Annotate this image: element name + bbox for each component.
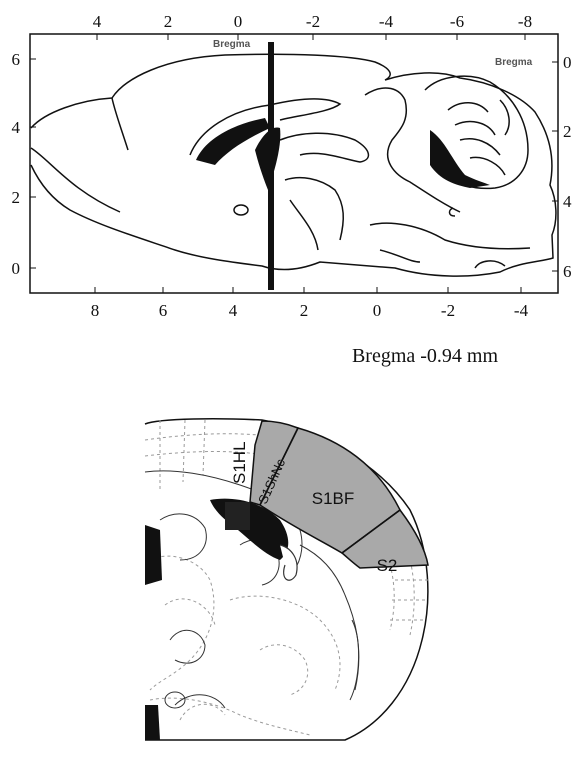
cerebellum-folia bbox=[448, 100, 509, 175]
right-axis: 0 2 4 6 bbox=[552, 53, 572, 281]
label-s1bf: S1BF bbox=[312, 489, 355, 508]
ventricle-left-edge bbox=[145, 525, 162, 585]
label-s1hl: S1HL bbox=[230, 441, 249, 484]
hippocampus-line bbox=[280, 133, 368, 162]
cortex-line bbox=[112, 98, 128, 150]
top-axis: 4 2 0 -2 -4 -6 -8 bbox=[93, 12, 532, 40]
bottom-tick-label: 0 bbox=[373, 301, 382, 320]
left-tick-label: 6 bbox=[12, 50, 21, 69]
right-tick-label: 0 bbox=[563, 53, 572, 72]
sagittal-ventricles bbox=[196, 118, 490, 190]
right-tick-label: 6 bbox=[563, 262, 572, 281]
bottom-tick-label: -4 bbox=[514, 301, 529, 320]
top-tick-label: 4 bbox=[93, 12, 102, 31]
anterior-commissure bbox=[234, 205, 248, 215]
pons-outline bbox=[475, 261, 505, 268]
cerebellar-fill bbox=[430, 130, 490, 188]
coronal-panel: S1HL S1ShNc S1BF S2 bbox=[145, 419, 428, 740]
sagittal-panel: 4 2 0 -2 -4 -6 -8 8 6 4 2 0 -2 -4 bbox=[12, 12, 573, 320]
sagittal-frame bbox=[30, 34, 558, 293]
olfactory-line bbox=[31, 148, 120, 212]
ventricle-block bbox=[225, 502, 250, 530]
brainstem-line bbox=[370, 223, 530, 262]
left-tick-label: 2 bbox=[12, 188, 21, 207]
bottom-tick-label: 2 bbox=[300, 301, 309, 320]
bregma-label-right: Bregma bbox=[495, 57, 533, 68]
ventricle-dark bbox=[255, 127, 280, 190]
bottom-tick-label: -2 bbox=[441, 301, 455, 320]
left-tick-label: 0 bbox=[12, 259, 21, 278]
top-tick-label: -6 bbox=[450, 12, 464, 31]
right-tick-label: 2 bbox=[563, 122, 572, 141]
caption: Bregma -0.94 mm bbox=[352, 345, 499, 367]
top-tick-label: -8 bbox=[518, 12, 532, 31]
left-tick-label: 4 bbox=[12, 118, 21, 137]
top-tick-label: 0 bbox=[234, 12, 243, 31]
thalamus-line bbox=[285, 178, 343, 250]
brain-outline bbox=[31, 54, 556, 276]
top-tick-label: -2 bbox=[306, 12, 320, 31]
label-s2: S2 bbox=[377, 556, 398, 575]
right-tick-label: 4 bbox=[563, 192, 572, 211]
sagittal-brain-drawing bbox=[31, 54, 556, 276]
ventricle-bottom bbox=[145, 705, 160, 740]
bottom-tick-label: 6 bbox=[159, 301, 168, 320]
bregma-label-top: Bregma bbox=[213, 39, 251, 50]
top-tick-label: -4 bbox=[379, 12, 394, 31]
top-tick-label: 2 bbox=[164, 12, 173, 31]
bottom-tick-label: 4 bbox=[229, 301, 238, 320]
left-axis: 6 4 2 0 bbox=[12, 50, 37, 278]
bottom-tick-label: 8 bbox=[91, 301, 100, 320]
bottom-axis: 8 6 4 2 0 -2 -4 bbox=[91, 287, 529, 320]
